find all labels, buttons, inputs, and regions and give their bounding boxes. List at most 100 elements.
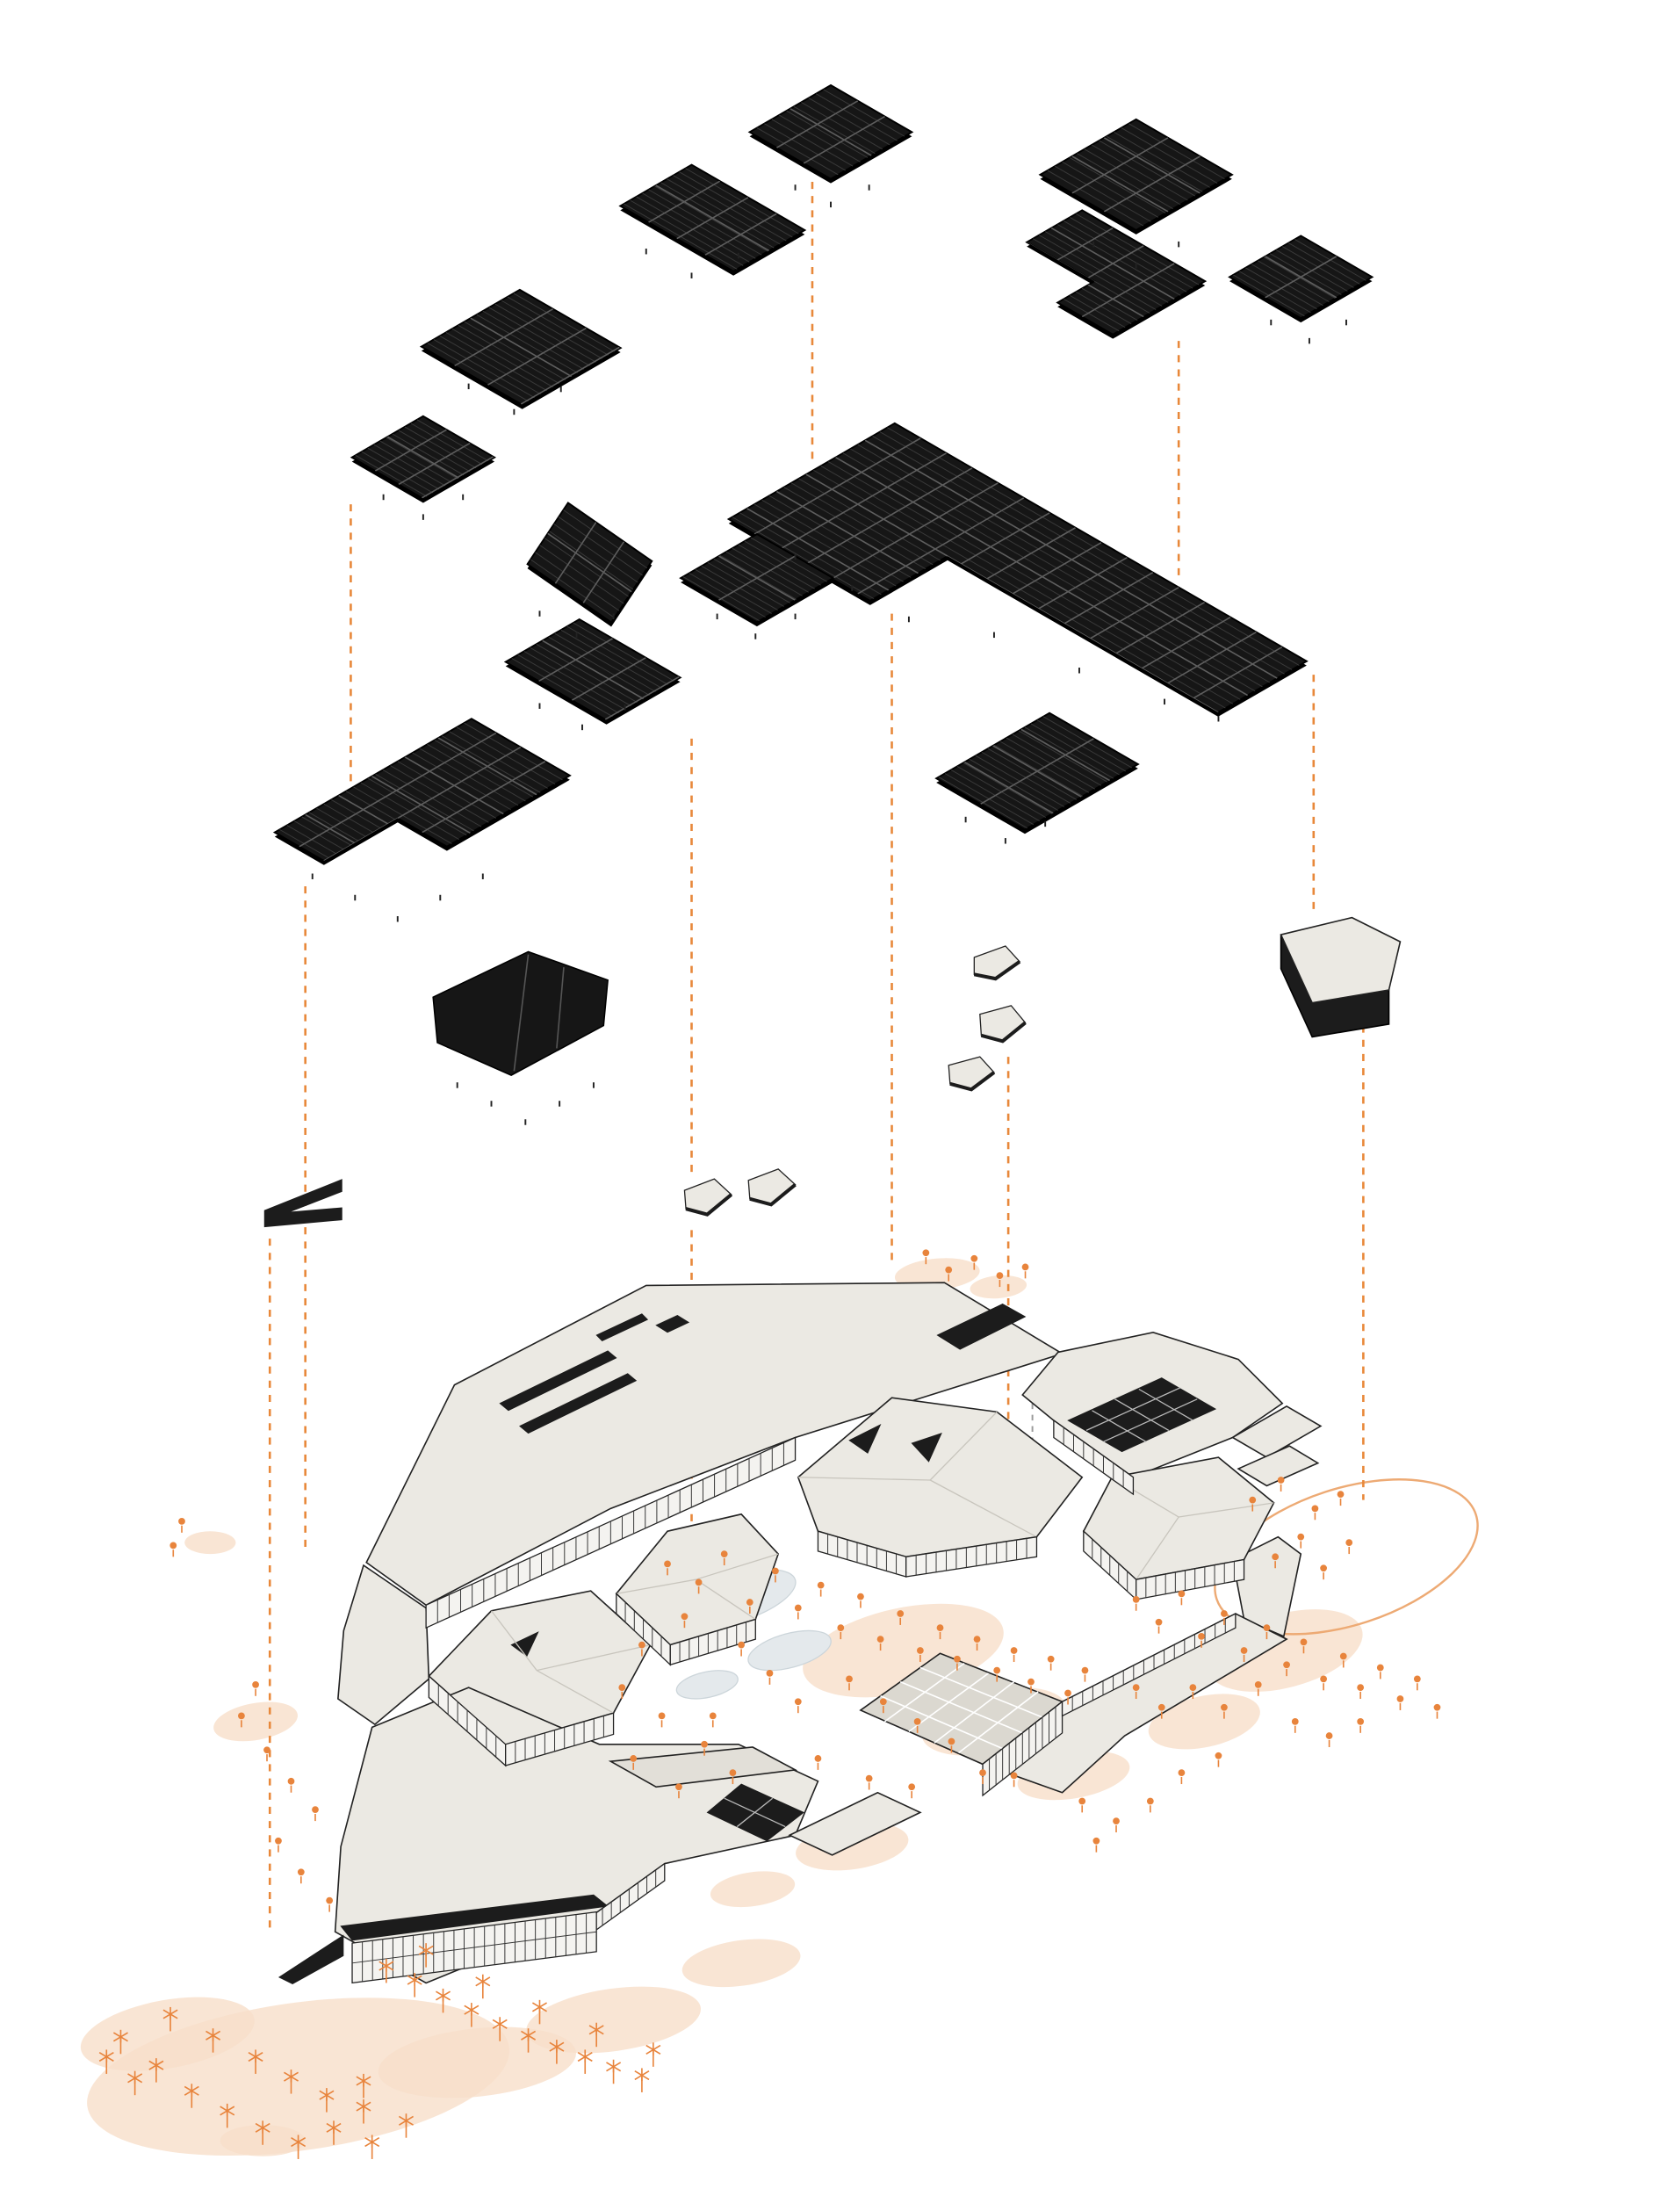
facade-band: [1083, 1529, 1137, 1601]
roof-grid-line: [880, 1695, 1003, 1750]
chip-side: [973, 960, 1021, 981]
tree: [1221, 1703, 1228, 1719]
roof-grid-line: [536, 1670, 614, 1714]
tree: [695, 1578, 703, 1594]
panel-hatch-line: [573, 622, 674, 682]
panel-module-line: [753, 437, 921, 535]
tree: [970, 1254, 978, 1270]
roof-panel-j: [272, 718, 572, 865]
tree-crown: [996, 1272, 1004, 1280]
facade-band: [1053, 1419, 1135, 1496]
tree: [936, 1624, 944, 1640]
tree: [326, 1896, 334, 1912]
panel-hatch-line: [1092, 144, 1188, 201]
ground-blob: [184, 1531, 236, 1555]
fold-line: [513, 954, 530, 1072]
roof-grid-line: [1114, 1398, 1170, 1431]
chip-side: [685, 1193, 733, 1217]
tree-crown: [1283, 1661, 1290, 1669]
facade-face: [905, 1535, 1038, 1578]
roof-slot-2: [519, 1373, 638, 1434]
stair-volume: [278, 1934, 344, 1985]
tree: [1078, 1797, 1086, 1813]
tree: [1272, 1553, 1280, 1569]
chip-top: [973, 945, 1021, 979]
tree: [263, 1746, 270, 1762]
palm-tree: [162, 2006, 178, 2032]
tree-crown: [908, 1783, 916, 1791]
palm-tree: [634, 2068, 650, 2092]
facade-band: [351, 1911, 597, 1984]
tree: [814, 1755, 822, 1770]
tree: [876, 1636, 884, 1651]
tree-crown: [1178, 1769, 1186, 1776]
panel-hatch-line: [778, 114, 861, 163]
tree: [1132, 1684, 1140, 1700]
tree: [1215, 1752, 1222, 1767]
tree: [837, 1624, 845, 1640]
floating-chip: [747, 1168, 797, 1207]
tree-crown: [720, 1550, 728, 1557]
tree: [1132, 1595, 1140, 1611]
panel-module-line: [1081, 263, 1175, 318]
tree-crown: [326, 1896, 334, 1904]
tree-crown: [922, 1249, 930, 1257]
panel-grid: [427, 293, 620, 405]
palm-tree: [220, 2103, 235, 2128]
panel-hatch-line: [1114, 131, 1210, 188]
tree-crown: [1198, 1632, 1205, 1640]
tree: [979, 1769, 986, 1785]
panel-hatch-line: [548, 636, 650, 696]
tree-crown: [1078, 1797, 1086, 1805]
tree-crown: [1396, 1695, 1404, 1702]
panel-grid: [624, 168, 799, 270]
tree-crown: [1221, 1610, 1228, 1617]
tree: [681, 1613, 689, 1629]
panel-hatch-line: [439, 336, 541, 395]
panel-hatch-line: [1084, 148, 1181, 206]
panel-hatch-line: [513, 293, 615, 352]
palm-tree: [588, 2022, 604, 2048]
tree: [252, 1680, 259, 1696]
tree-crown: [1146, 1797, 1154, 1805]
central-skylight-1: [848, 1424, 882, 1454]
tree: [638, 1641, 645, 1657]
roof-panel-band: [726, 422, 1309, 717]
tree-crown: [1339, 1652, 1347, 1660]
ne-stub-1: [1231, 1405, 1323, 1459]
panel-module-line: [805, 473, 1219, 712]
pentagon-volume-top: [1280, 916, 1402, 1004]
panel-module-line: [1115, 646, 1283, 712]
roof-grid-line: [1092, 1410, 1147, 1442]
tree-crown: [973, 1636, 981, 1643]
palm-tree: [521, 2028, 537, 2053]
tree: [297, 1868, 305, 1884]
tree-crown: [993, 1666, 1001, 1674]
tree-crown: [1081, 1666, 1089, 1674]
panel-hatch-line: [560, 629, 662, 689]
tree-crown: [681, 1613, 689, 1621]
tree: [1240, 1647, 1248, 1662]
tree-crown: [817, 1581, 825, 1589]
panel-hatch-line: [793, 105, 876, 155]
panel-module-line: [857, 497, 1025, 595]
panel-grid: [682, 537, 827, 622]
roof-grid-line: [1138, 1388, 1193, 1421]
tree: [275, 1837, 282, 1853]
palm-tree: [645, 2042, 661, 2067]
tree: [1291, 1718, 1299, 1733]
panel-hatch-line: [433, 339, 535, 399]
tree-crown: [945, 1266, 953, 1274]
tree-crown: [1272, 1553, 1280, 1561]
tree-crown: [1155, 1618, 1163, 1626]
panel-hatch-line: [808, 98, 890, 146]
panel-module-line: [305, 813, 405, 861]
panel-hatch-line: [553, 524, 638, 583]
panel-grid: [756, 89, 905, 176]
panel-hatch-line: [494, 303, 596, 363]
palm-tree: [255, 2120, 270, 2145]
roof-grid-line: [1136, 1516, 1179, 1580]
tree: [794, 1604, 802, 1620]
tree: [865, 1774, 873, 1790]
panel-hatch-line: [1062, 161, 1159, 218]
